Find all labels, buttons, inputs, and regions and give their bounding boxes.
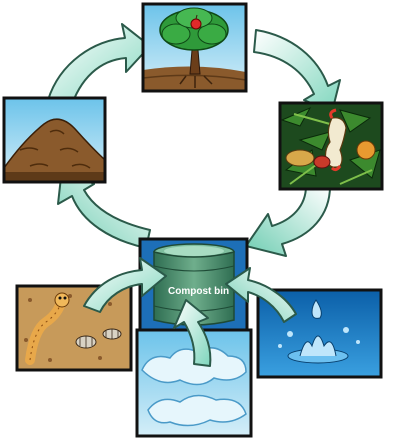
compost-bin-label: Compost bin: [168, 286, 229, 297]
arrow-tree-to-scraps: [253, 29, 341, 113]
apple-tree-icon: [159, 7, 229, 88]
arrow-worms-to-bin: [83, 257, 167, 313]
pill-bug-icon: [75, 328, 122, 349]
worm-icon: [25, 292, 70, 365]
water-splash-icon: [278, 299, 360, 364]
arrow-water-to-bin: [225, 267, 297, 323]
apple-core-icon: [324, 108, 347, 172]
apple-tree-panel: [141, 2, 248, 93]
air-panel: [135, 328, 253, 438]
soil-pile-panel: [2, 96, 107, 184]
worms-bugs-panel: [15, 284, 133, 372]
cloud-icon: [141, 347, 247, 427]
soil-mound-icon: [3, 118, 106, 183]
compost-bin-icon: [153, 243, 235, 326]
arrow-scraps-to-bin: [245, 185, 331, 257]
food-scraps-panel: [278, 101, 384, 191]
arrow-air-to-bin: [173, 299, 212, 367]
